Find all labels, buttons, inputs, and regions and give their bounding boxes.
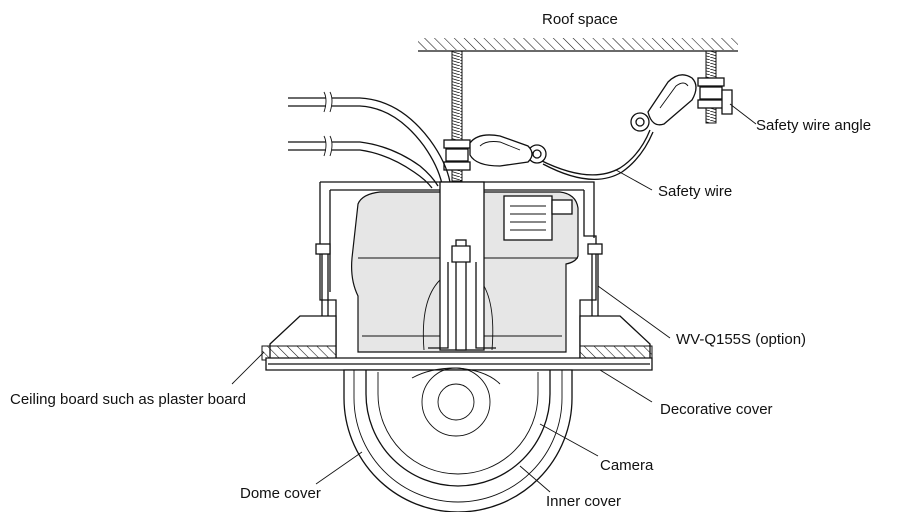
label-inner-cover: Inner cover: [546, 493, 621, 510]
label-safety-wire: Safety wire: [658, 183, 732, 200]
safety-wire: [469, 74, 697, 181]
center-bracket: [428, 181, 496, 351]
hanging-bolt-left: [443, 50, 471, 182]
hanging-bolt-right: [697, 50, 725, 124]
label-camera: Camera: [600, 457, 654, 474]
label-roof-space: Roof space: [542, 11, 618, 28]
decorative-cover: [265, 357, 653, 371]
leader-lines: [231, 103, 757, 493]
label-decorative-cover: Decorative cover: [660, 401, 773, 418]
label-dome-cover: Dome cover: [240, 485, 321, 502]
safety-wire-angle: [721, 89, 733, 115]
label-ceiling-board: Ceiling board such as plaster board: [10, 391, 246, 408]
camera-lens: [411, 367, 501, 437]
label-wv-q155s: WV-Q155S (option): [676, 331, 806, 348]
inner-cover: [365, 370, 551, 487]
roof-slab: [418, 38, 738, 52]
label-safety-wire-angle: Safety wire angle: [756, 117, 871, 134]
cables: [288, 91, 451, 189]
